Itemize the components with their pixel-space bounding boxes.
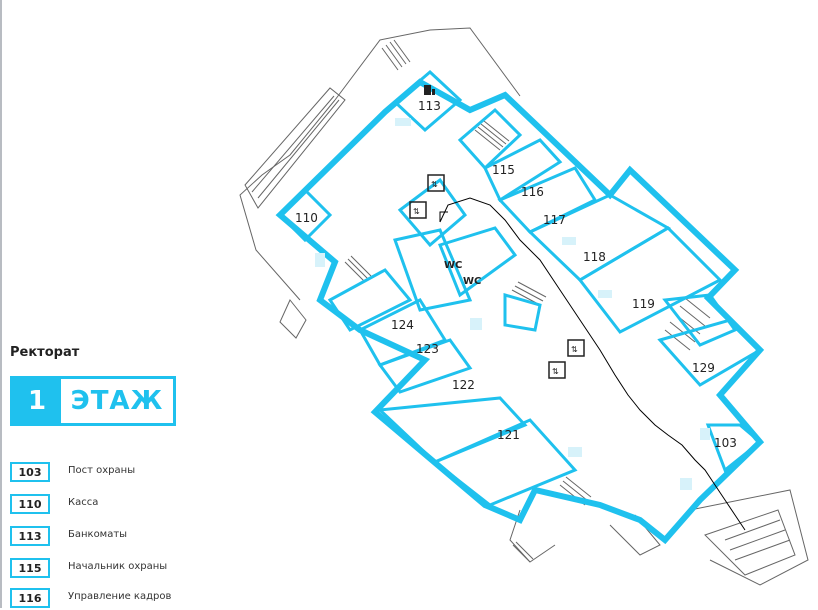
room-113-label: 113 bbox=[418, 99, 441, 113]
legend-item: 110 Касса bbox=[10, 494, 250, 516]
left-edge-divider bbox=[0, 0, 2, 608]
legend-room-number: 115 bbox=[10, 558, 50, 578]
room-122-label: 122 bbox=[452, 378, 475, 392]
building-walls bbox=[275, 78, 765, 545]
wc-label: WC bbox=[463, 276, 481, 287]
legend-room-label: Банкоматы bbox=[68, 529, 128, 540]
door-openings bbox=[315, 118, 710, 490]
route-line bbox=[439, 197, 746, 531]
legend-room-label: Пост охраны bbox=[68, 465, 136, 476]
floor-badge: 1 ЭТАЖ bbox=[10, 376, 176, 426]
room-121-label: 121 bbox=[497, 428, 520, 442]
room-103-label: 103 bbox=[714, 436, 737, 450]
room-116-label: 116 bbox=[521, 185, 544, 199]
stairs-icon bbox=[344, 39, 791, 563]
room-117-label: 117 bbox=[543, 213, 566, 227]
legend-item: 103 Пост охраны bbox=[10, 462, 250, 484]
elevator-icon: ⇅ ⇅ ⇅ ⇅ bbox=[409, 174, 585, 379]
floor-number: 1 bbox=[13, 379, 61, 423]
svg-text:⇅: ⇅ bbox=[431, 180, 438, 189]
legend-room-label: Начальник охраны bbox=[68, 561, 168, 572]
legend-room-label: Управление кадров bbox=[68, 591, 172, 602]
legend-item: 116 Управление кадров bbox=[10, 588, 250, 610]
room-119-label: 119 bbox=[632, 297, 655, 311]
legend-room-number: 116 bbox=[10, 588, 50, 608]
legend-item: 113 Банкоматы bbox=[10, 526, 250, 548]
room-110-label: 110 bbox=[295, 211, 318, 225]
svg-text:⇅: ⇅ bbox=[552, 367, 559, 376]
exterior-outline bbox=[239, 27, 809, 586]
legend-room-number: 110 bbox=[10, 494, 50, 514]
legend-room-number: 103 bbox=[10, 462, 50, 482]
legend-room-number: 113 bbox=[10, 526, 50, 546]
room-124-label: 124 bbox=[391, 318, 414, 332]
room-129-label: 129 bbox=[692, 361, 715, 375]
legend-room-label: Касса bbox=[68, 497, 99, 508]
legend-item: 115 Начальник охраны bbox=[10, 558, 250, 580]
wc-label: WC bbox=[444, 260, 462, 271]
interior-walls bbox=[277, 69, 763, 507]
building-title: Ректорат bbox=[10, 345, 80, 360]
room-123-label: 123 bbox=[416, 342, 439, 356]
floor-word: ЭТАЖ bbox=[70, 386, 164, 416]
room-118-label: 118 bbox=[583, 250, 606, 264]
svg-text:⇅: ⇅ bbox=[413, 207, 420, 216]
svg-text:⇅: ⇅ bbox=[571, 345, 578, 354]
route-start-arrow bbox=[439, 211, 448, 222]
atm-icon bbox=[424, 85, 435, 95]
room-115-label: 115 bbox=[492, 163, 515, 177]
